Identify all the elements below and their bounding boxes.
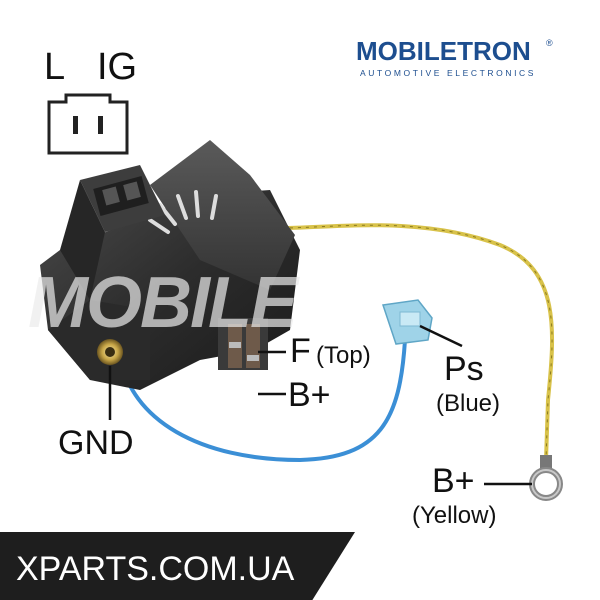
connector-pin-diagram	[47, 93, 129, 155]
label-ps-note: (Blue)	[436, 390, 501, 417]
footer-site-name: XPARTS.COM.UA	[16, 550, 295, 588]
label-b-plus-wire: B+	[432, 462, 475, 500]
registered-mark: ®	[546, 38, 553, 48]
blue-wire	[118, 339, 407, 463]
label-ps: Ps	[444, 350, 484, 388]
label-f: F	[290, 332, 311, 370]
label-b-plus-brush: B+	[288, 376, 331, 414]
label-gnd: GND	[58, 424, 134, 462]
footer-banner: XPARTS.COM.UA	[0, 532, 355, 600]
label-f-note: (Top)	[316, 342, 371, 369]
brand-name: MOBILETRON	[356, 36, 531, 66]
blue-spade-connector	[382, 299, 433, 345]
mobiletron-logo: MOBILETRON ® AUTOMOTIVE ELECTRONICS	[356, 36, 556, 82]
label-b-plus-wire-note: (Yellow)	[412, 502, 497, 529]
brand-tagline: AUTOMOTIVE ELECTRONICS	[360, 68, 537, 78]
label-ig: IG	[97, 46, 138, 88]
brush-holder	[218, 318, 268, 370]
label-l: L	[44, 46, 66, 88]
